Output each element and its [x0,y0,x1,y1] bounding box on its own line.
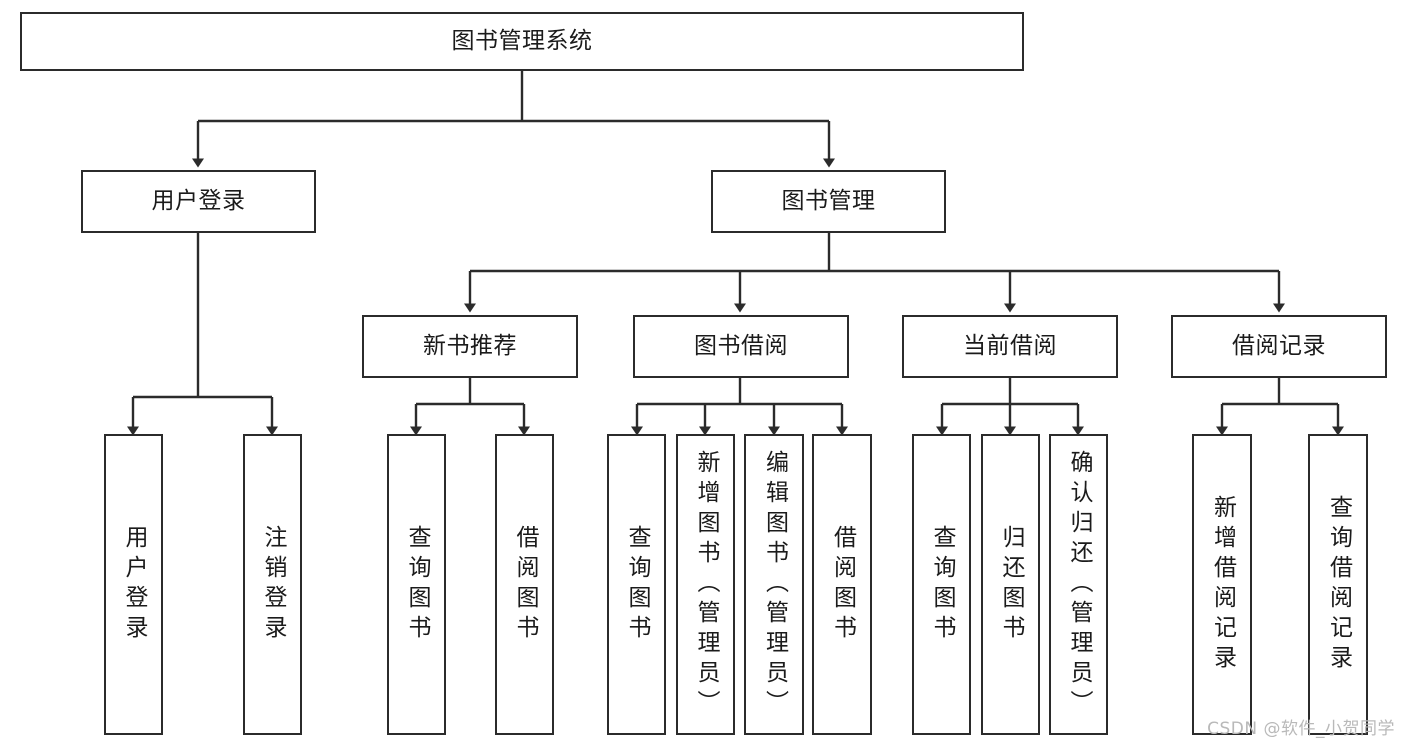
node-book-borrow-label: 图书借阅 [694,333,788,360]
node-borrow-record-label: 借阅记录 [1232,333,1326,360]
node-root[interactable]: 图书管理系统 [20,12,1024,71]
node-leaf-add-record-label: 新增借阅记录 [1209,494,1236,675]
node-leaf-add-record[interactable]: 新增借阅记录 [1192,434,1252,735]
node-leaf-query-book-2[interactable]: 查询图书 [607,434,666,735]
node-leaf-return-book-label: 归还图书 [998,524,1024,645]
node-leaf-borrow-book-1[interactable]: 借阅图书 [495,434,554,735]
node-leaf-borrow-book-1-label: 借阅图书 [512,524,538,645]
node-leaf-borrow-book-2-label: 借阅图书 [829,524,856,645]
node-leaf-confirm-return-label: 确认归还（管理员） [1066,450,1092,720]
node-leaf-query-book-2-label: 查询图书 [624,524,650,645]
node-leaf-add-book-label: 新增图书（管理员） [693,450,719,720]
node-leaf-edit-book[interactable]: 编辑图书（管理员） [744,434,804,735]
node-leaf-query-book-1[interactable]: 查询图书 [387,434,446,735]
node-user-login-label: 用户登录 [151,188,246,215]
node-leaf-borrow-book-2[interactable]: 借阅图书 [812,434,872,735]
node-leaf-user-login-label: 用户登录 [121,524,147,645]
node-user-login[interactable]: 用户登录 [81,170,316,233]
node-current-borrow-label: 当前借阅 [963,333,1057,360]
node-leaf-query-record[interactable]: 查询借阅记录 [1308,434,1368,735]
node-leaf-logout[interactable]: 注销登录 [243,434,302,735]
node-current-borrow[interactable]: 当前借阅 [902,315,1118,378]
node-leaf-query-record-label: 查询借阅记录 [1325,494,1352,675]
node-borrow-record[interactable]: 借阅记录 [1171,315,1387,378]
node-book-manage-label: 图书管理 [781,188,876,215]
node-new-book-recommend-label: 新书推荐 [423,333,517,360]
node-root-label: 图书管理系统 [451,28,593,55]
node-leaf-user-login[interactable]: 用户登录 [104,434,163,735]
node-leaf-edit-book-label: 编辑图书（管理员） [761,450,788,720]
node-leaf-add-book[interactable]: 新增图书（管理员） [676,434,735,735]
csdn-watermark: CSDN @软件_小贺同学 [1207,719,1395,739]
node-leaf-return-book[interactable]: 归还图书 [981,434,1040,735]
node-leaf-confirm-return[interactable]: 确认归还（管理员） [1049,434,1108,735]
node-leaf-query-book-3-label: 查询图书 [929,524,955,645]
node-new-book-recommend[interactable]: 新书推荐 [362,315,578,378]
node-book-borrow[interactable]: 图书借阅 [633,315,849,378]
node-leaf-logout-label: 注销登录 [260,524,286,645]
node-book-manage[interactable]: 图书管理 [711,170,946,233]
node-leaf-query-book-1-label: 查询图书 [404,524,430,645]
node-leaf-query-book-3[interactable]: 查询图书 [912,434,971,735]
